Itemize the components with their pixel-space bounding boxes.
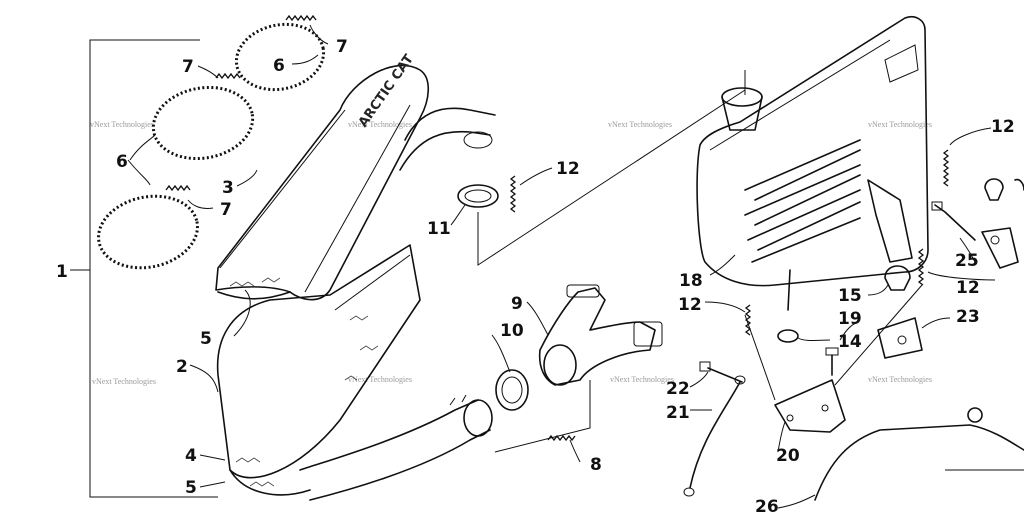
watermark: vNext Technologies xyxy=(868,120,932,129)
callout-26: 26 xyxy=(755,497,779,512)
watermark: vNext Technologies xyxy=(92,377,156,386)
bolt-14 xyxy=(825,347,839,376)
callout-20: 20 xyxy=(776,446,800,466)
silencer-box xyxy=(696,15,929,287)
watermark: vNext Technologies xyxy=(348,120,412,129)
callout-11: 11 xyxy=(427,219,451,239)
watermarks: vNext Technologies vNext Technologies vN… xyxy=(90,120,932,386)
watermark: vNext Technologies xyxy=(868,375,932,384)
cover-26 xyxy=(814,407,1024,501)
spring-12-lower-right xyxy=(917,248,925,286)
bracket-right xyxy=(867,178,1024,269)
outlet-pipe xyxy=(399,107,496,171)
chain-clamp-bottom xyxy=(97,184,199,270)
callout-23: 23 xyxy=(956,307,980,327)
muffler-canister: ARCTIC CAT xyxy=(215,52,430,301)
assembly-bracket xyxy=(70,39,218,498)
inlet-pipe xyxy=(299,394,493,501)
callout-7-top: 7 xyxy=(336,37,348,57)
chain-clamp-middle xyxy=(151,72,255,161)
spring-12-outlet xyxy=(509,175,517,213)
callout-3: 3 xyxy=(222,178,234,198)
callout-12-left: 12 xyxy=(678,295,702,315)
grommet-15 xyxy=(884,265,911,291)
callout-5-upper: 5 xyxy=(200,329,212,349)
brand-label: ARCTIC CAT xyxy=(356,52,417,130)
assembly-lines xyxy=(477,70,746,453)
watermark: vNext Technologies xyxy=(90,120,154,129)
callout-4: 4 xyxy=(185,446,197,466)
callout-14: 14 xyxy=(838,332,862,352)
callout-1: 1 xyxy=(56,262,68,282)
callout-12-outlet: 12 xyxy=(556,159,580,179)
chain-clamp-top xyxy=(234,14,326,92)
bracket-20 xyxy=(774,379,846,433)
callout-15: 15 xyxy=(838,286,862,306)
callout-5-lower: 5 xyxy=(185,478,197,498)
bracket-23 xyxy=(877,317,923,359)
spring-12-left xyxy=(744,304,752,336)
rod-19 xyxy=(777,269,799,343)
ground-strap-21 xyxy=(683,375,746,497)
callout-7-bottom: 7 xyxy=(220,200,232,220)
watermark: vNext Technologies xyxy=(610,375,674,384)
callout-6-lower: 6 xyxy=(116,152,128,172)
callout-2: 2 xyxy=(176,357,188,377)
watermark: vNext Technologies xyxy=(608,120,672,129)
spring-12-upper-right xyxy=(942,149,950,187)
leader-lines xyxy=(127,24,996,509)
seal-10 xyxy=(495,369,529,411)
callout-8: 8 xyxy=(590,455,602,475)
gasket-11 xyxy=(457,184,499,208)
watermark: vNext Technologies xyxy=(348,375,412,384)
callout-22: 22 xyxy=(666,379,690,399)
callout-18: 18 xyxy=(679,271,703,291)
callout-labels: 1 2 3 4 5 5 6 6 7 7 7 8 9 10 11 12 12 12… xyxy=(56,37,1015,512)
muffler-body xyxy=(216,244,421,496)
callout-19: 19 xyxy=(838,309,862,329)
callout-25: 25 xyxy=(955,251,979,271)
callout-7-middle: 7 xyxy=(182,57,194,77)
callout-12-lower-right: 12 xyxy=(956,278,980,298)
callout-6-upper: 6 xyxy=(273,56,285,76)
bolt-25 xyxy=(931,201,976,241)
callout-21: 21 xyxy=(666,403,690,423)
exhaust-manifold xyxy=(538,284,663,386)
callout-12-upper-right: 12 xyxy=(991,117,1015,137)
bolt-22 xyxy=(699,361,743,383)
spring-8 xyxy=(547,434,576,442)
callout-9: 9 xyxy=(511,294,523,314)
callout-10: 10 xyxy=(500,321,524,341)
